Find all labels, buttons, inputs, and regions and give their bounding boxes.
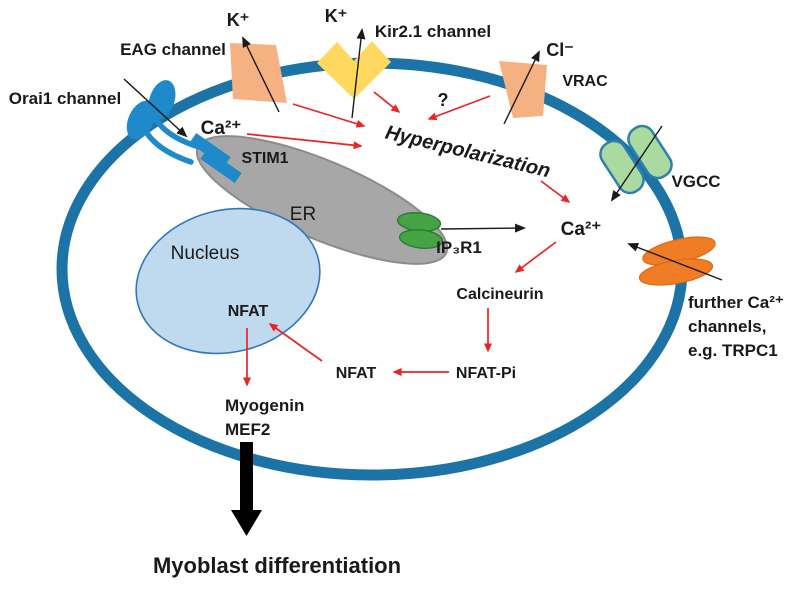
vgcc-label: VGCC xyxy=(671,172,720,191)
eag-to-hyperpolarization-arrow xyxy=(292,103,366,128)
cl-minus-label: Cl⁻ xyxy=(546,40,574,60)
nfat-nucleus-label: NFAT xyxy=(228,303,269,320)
ca-to-calcineurin-arrow xyxy=(514,241,557,273)
nucleus-label: Nucleus xyxy=(171,243,240,264)
hyperpolarization-label: Hyperpolarization xyxy=(383,122,552,183)
orai1-subunit xyxy=(126,100,156,140)
vrac-channel-shape xyxy=(499,61,547,118)
k-efflux-arrow-eag xyxy=(242,36,280,113)
k-plus-label-mid: K⁺ xyxy=(325,6,348,26)
ip3r1-label: IP₃R1 xyxy=(436,238,482,257)
vrac-label: VRAC xyxy=(562,73,608,90)
cl-efflux-arrow-vrac xyxy=(503,50,540,125)
nfat-pi-label: NFAT-Pi xyxy=(456,365,516,382)
mef2-label: MEF2 xyxy=(225,420,270,439)
ca-label-center: Ca²⁺ xyxy=(561,219,602,240)
trpc1-channel-shape xyxy=(638,236,716,286)
ca-to-hyperpolarization-arrow xyxy=(246,133,363,150)
nfat-cytoplasm-label: NFAT xyxy=(336,365,377,382)
question-mark-label: ? xyxy=(438,90,449,110)
hyperpolarization-to-ca-arrow xyxy=(540,180,571,203)
orai1-subunit xyxy=(148,80,176,120)
eag-channel-shape xyxy=(230,43,287,103)
myogenin-label: Myogenin xyxy=(225,396,304,415)
ca-influx-arrow-vgcc xyxy=(610,125,663,202)
kir21-channel-shape xyxy=(317,41,391,99)
differentiation-arrow xyxy=(231,442,262,536)
ca-influx-arrow-orai1 xyxy=(123,78,188,138)
vgcc-channel-shape xyxy=(599,124,673,195)
ca-influx-arrow-trpc1 xyxy=(627,243,723,281)
orai1-channel-label: Orai1 channel xyxy=(9,89,121,108)
ca-label-left: Ca²⁺ xyxy=(201,118,242,139)
k-efflux-arrow-kir xyxy=(351,28,366,119)
er-label: ER xyxy=(290,204,316,225)
vgcc-subunit xyxy=(599,139,645,195)
nfat-to-nucleus-arrow xyxy=(268,323,323,362)
nucleus-shape xyxy=(135,207,321,355)
kir21-channel-label: Kir2.1 channel xyxy=(375,22,491,41)
further-ca-label-line2: channels, xyxy=(688,317,766,336)
stim1-bar xyxy=(200,149,242,183)
stim1-label: STIM1 xyxy=(241,150,288,167)
calcineurin-label: Calcineurin xyxy=(456,286,543,303)
kir-to-hyperpolarization-arrow xyxy=(373,91,401,113)
further-ca-label-line1: further Ca²⁺ xyxy=(688,293,784,312)
further-ca-label-line3: e.g. TRPC1 xyxy=(688,341,778,360)
ip3r1-to-ca-arrow xyxy=(440,223,526,233)
eag-channel-label: EAG channel xyxy=(120,40,226,59)
myoblast-differentiation-caption: Myoblast differentiation xyxy=(153,553,401,578)
k-plus-label-left: K⁺ xyxy=(227,10,250,30)
vrac-to-hyperpolarization-arrow xyxy=(427,95,491,121)
ip3r1-shape xyxy=(398,229,444,249)
